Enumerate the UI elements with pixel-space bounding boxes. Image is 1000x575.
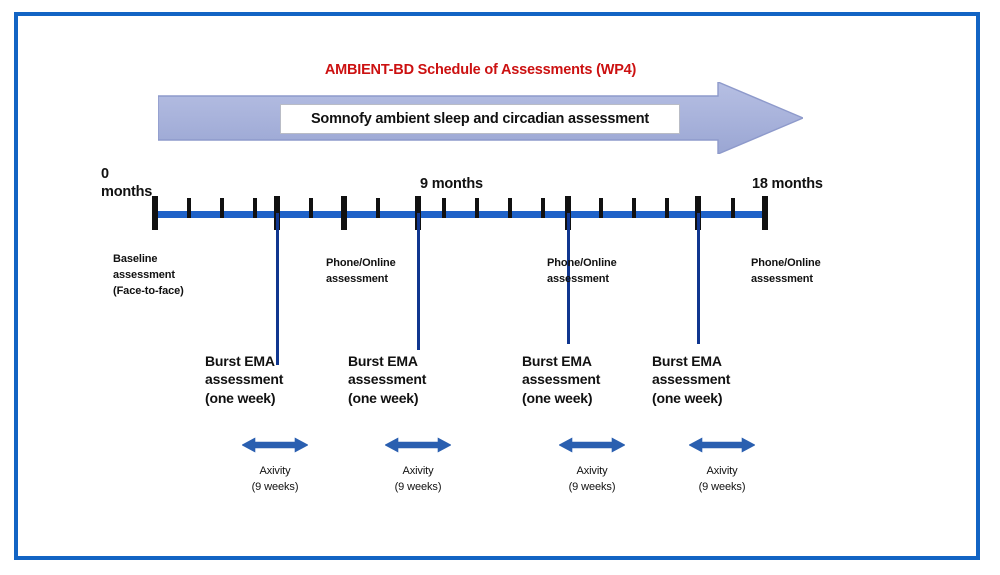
burst-ema-line: (one week) <box>522 389 593 406</box>
axivity-caption: Axivity (9 weeks) <box>348 464 488 496</box>
month-label-3: 18 months <box>752 176 823 192</box>
figure-title: AMBIENT-BD Schedule of Assessments (WP4) <box>324 62 637 78</box>
double-headed-arrow-icon <box>242 437 308 453</box>
burst-ema-label: Burst EMA assessment(one week) <box>522 352 662 407</box>
banner-inner-box: Somnofy ambient sleep and circadian asse… <box>280 104 680 134</box>
timeline-tick-1 <box>187 198 191 218</box>
assessment-caption-2: Phone/Online assessment <box>547 256 617 288</box>
axivity-line: Axivity <box>576 465 608 477</box>
caption-line: Phone/Online <box>751 257 821 269</box>
axivity-line: Axivity <box>259 465 291 477</box>
timeline-tick-0 <box>152 196 158 230</box>
banner-inner-label: Somnofy ambient sleep and circadian asse… <box>310 111 650 127</box>
timeline-tick-7 <box>376 198 380 218</box>
burst-ema-line: assessment <box>652 371 731 388</box>
burst-connector-1 <box>417 213 420 350</box>
burst-ema-line: (one week) <box>348 389 419 406</box>
burst-ema-line: Burst EMA <box>348 353 418 369</box>
burst-ema-block-2: Burst EMA assessment(one week) Axivity (9 w… <box>522 352 662 493</box>
burst-ema-line: Burst EMA <box>522 353 592 369</box>
timeline-tick-12 <box>541 198 545 218</box>
caption-line: assessment <box>547 272 609 285</box>
burst-ema-label: Burst EMA assessment(one week) <box>652 352 792 407</box>
burst-ema-line: (one week) <box>652 389 723 406</box>
assessment-caption-0: Baseline assessment (Face-to-face) <box>113 252 184 300</box>
burst-ema-block-3: Burst EMA assessment(one week) Axivity (9 w… <box>652 352 792 493</box>
burst-ema-line: assessment <box>522 371 601 388</box>
caption-line: assessment <box>751 272 813 285</box>
axivity-line: Axivity <box>402 465 434 477</box>
assessment-caption-3: Phone/Online assessment <box>751 256 821 288</box>
timeline-tick-2 <box>220 198 224 218</box>
axivity-caption: Axivity (9 weeks) <box>205 464 345 496</box>
burst-ema-line: Burst EMA <box>652 353 722 369</box>
burst-connector-0 <box>276 213 279 365</box>
burst-ema-block-0: Burst EMA assessment(one week) Axivity (9 w… <box>205 352 345 493</box>
burst-ema-line: Burst EMA <box>205 353 275 369</box>
caption-line: assessment <box>113 268 175 281</box>
axivity-duration-arrow <box>205 436 345 458</box>
burst-ema-label: Burst EMA assessment(one week) <box>205 352 345 407</box>
assessment-caption-1: Phone/Online assessment <box>326 256 396 288</box>
axivity-duration-arrow <box>348 436 488 458</box>
axivity-line: (9 weeks) <box>251 480 299 493</box>
timeline-tick-6 <box>341 196 347 230</box>
axivity-caption: Axivity (9 weeks) <box>652 464 792 496</box>
caption-line: assessment <box>326 272 388 285</box>
caption-line: Phone/Online <box>326 257 396 269</box>
axivity-caption: Axivity (9 weeks) <box>522 464 662 496</box>
timeline-tick-15 <box>632 198 636 218</box>
axivity-line: (9 weeks) <box>698 480 746 493</box>
caption-line: Phone/Online <box>547 257 617 269</box>
timeline-tick-9 <box>442 198 446 218</box>
timeline-tick-18 <box>731 198 735 218</box>
month-label-0: 0 <box>101 166 109 182</box>
axivity-line: (9 weeks) <box>568 480 616 493</box>
month-label-1: months <box>101 184 153 200</box>
burst-ema-line: (one week) <box>205 389 276 406</box>
double-headed-arrow-icon <box>385 437 451 453</box>
burst-connector-3 <box>697 213 700 344</box>
axivity-duration-arrow <box>522 436 662 458</box>
burst-ema-line: assessment <box>205 371 284 388</box>
timeline-axis <box>155 211 767 218</box>
axivity-line: Axivity <box>706 465 738 477</box>
timeline-tick-5 <box>309 198 313 218</box>
burst-ema-label: Burst EMA assessment(one week) <box>348 352 488 407</box>
timeline-tick-11 <box>508 198 512 218</box>
timeline-tick-16 <box>665 198 669 218</box>
burst-connector-2 <box>567 213 570 344</box>
axivity-duration-arrow <box>652 436 792 458</box>
axivity-line: (9 weeks) <box>394 480 442 493</box>
burst-ema-line: assessment <box>348 371 427 388</box>
double-headed-arrow-icon <box>689 437 755 453</box>
burst-ema-block-1: Burst EMA assessment(one week) Axivity (9 w… <box>348 352 488 493</box>
caption-line: Baseline <box>113 253 158 265</box>
double-headed-arrow-icon <box>559 437 625 453</box>
timeline-tick-19 <box>762 196 768 230</box>
month-label-2: 9 months <box>420 176 483 192</box>
timeline-tick-14 <box>599 198 603 218</box>
timeline-tick-10 <box>475 198 479 218</box>
timeline-tick-3 <box>253 198 257 218</box>
caption-line: (Face-to-face) <box>113 284 184 297</box>
